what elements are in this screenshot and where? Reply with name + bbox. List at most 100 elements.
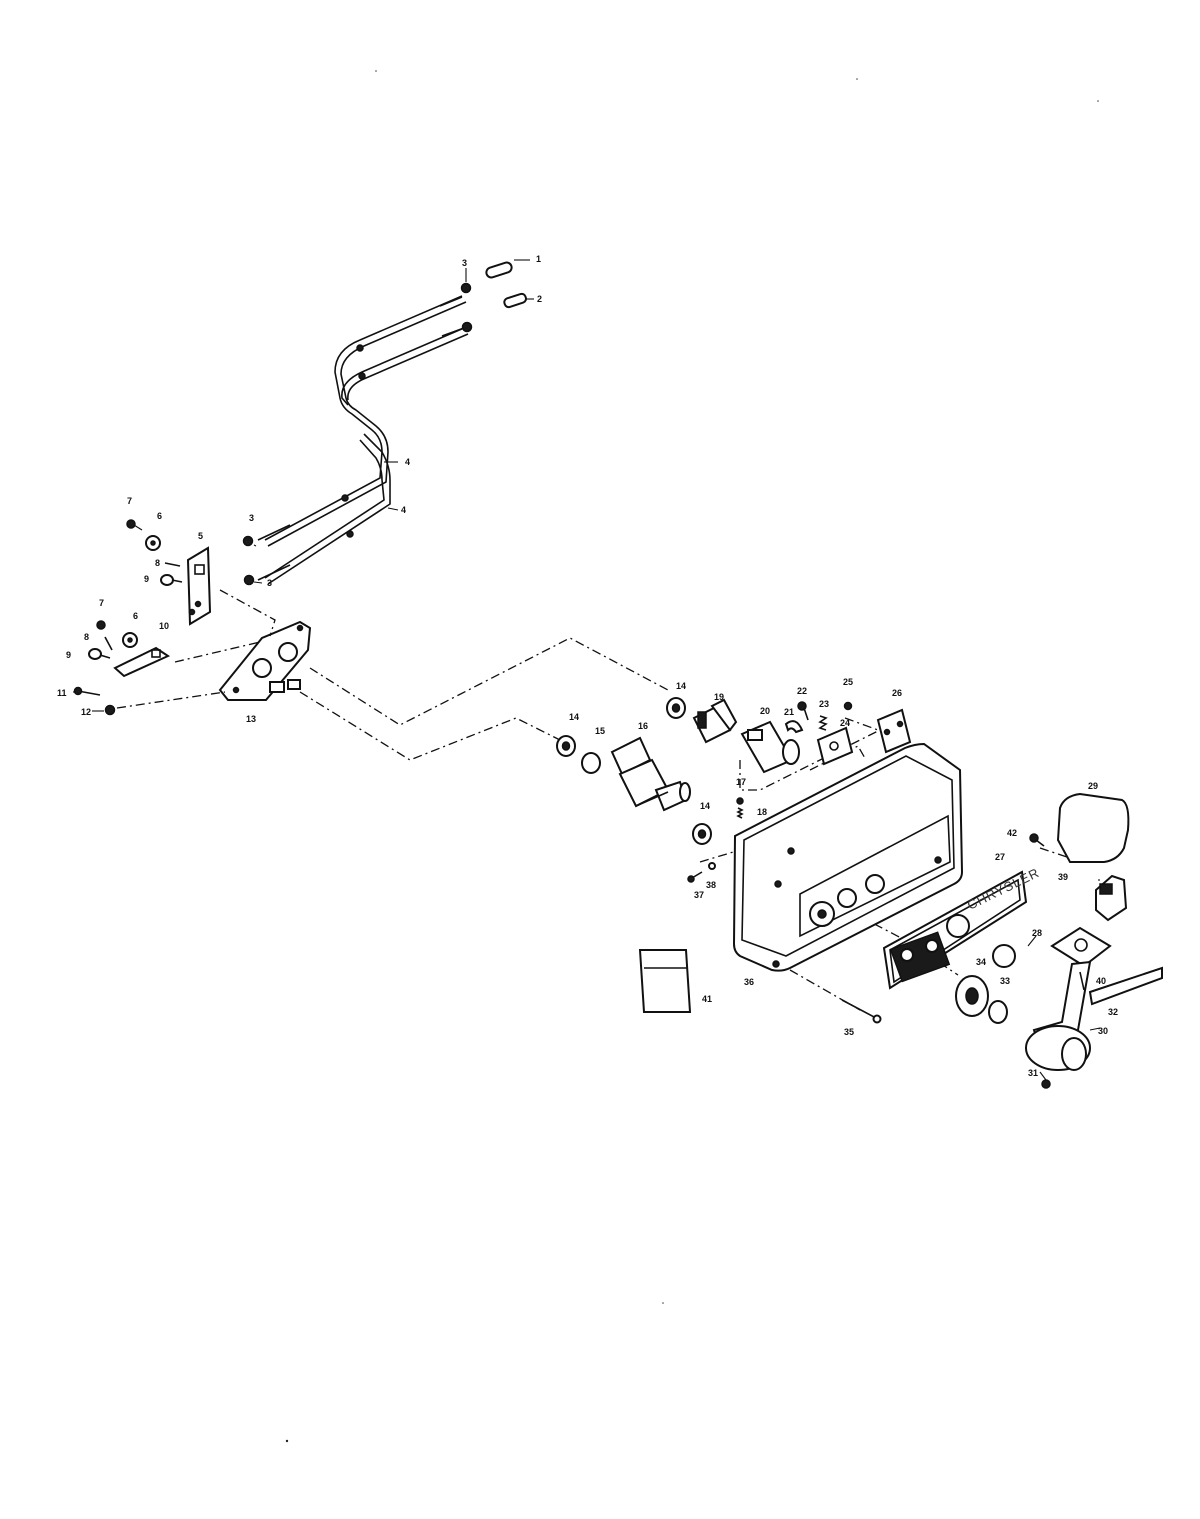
callout-23: 23 xyxy=(819,699,829,709)
cap-29 xyxy=(1056,792,1130,863)
pivot-bolt-9-lower xyxy=(88,648,111,660)
callout-14: 14 xyxy=(700,801,710,811)
clip-21 xyxy=(784,720,804,734)
pivot-bolt-9-upper xyxy=(160,574,183,586)
screw-7-lower xyxy=(96,620,106,630)
strip-32 xyxy=(1088,966,1163,1006)
handle-30 xyxy=(1025,926,1112,1071)
callout-labels: 1 2 3 3 3 4 4 5 6 6 7 7 8 8 9 9 10 11 12… xyxy=(57,254,1118,1078)
callout-40: 40 xyxy=(1096,976,1106,986)
callout-13: 13 xyxy=(246,714,256,724)
callout-39: 39 xyxy=(1058,872,1068,882)
screw-22 xyxy=(797,701,809,721)
mounting-plate-13 xyxy=(218,620,312,701)
callout-28: 28 xyxy=(1032,928,1042,938)
control-housing-36 xyxy=(732,742,964,972)
callout-8: 8 xyxy=(155,558,160,568)
callout-11: 11 xyxy=(57,688,67,698)
callout-9: 9 xyxy=(144,574,149,584)
callout-16: 16 xyxy=(638,721,648,731)
callout-5: 5 xyxy=(198,531,203,541)
callout-10: 10 xyxy=(159,621,169,631)
spring-18 xyxy=(736,807,744,819)
spring-23 xyxy=(818,715,828,731)
bushing-14-left xyxy=(556,735,576,757)
nut-31 xyxy=(1041,1079,1051,1089)
callout-30: 30 xyxy=(1098,1026,1108,1036)
washer-33 xyxy=(988,1000,1008,1024)
callout-7: 7 xyxy=(99,598,104,608)
callout-42: 42 xyxy=(1007,828,1017,838)
pin-8-upper xyxy=(164,562,181,567)
callout-14: 14 xyxy=(676,681,686,691)
callout-26: 26 xyxy=(892,688,902,698)
callout-7: 7 xyxy=(127,496,132,506)
plunger-20 xyxy=(740,720,800,774)
ring-15 xyxy=(581,752,601,774)
lever-10 xyxy=(113,646,171,678)
screw-25 xyxy=(843,701,853,711)
control-cables xyxy=(257,295,469,585)
switch-39 xyxy=(1095,874,1128,922)
callout-31: 31 xyxy=(1028,1068,1038,1078)
callout-2: 2 xyxy=(537,294,542,304)
callout-21: 21 xyxy=(784,707,794,717)
callout-18: 18 xyxy=(757,807,767,817)
callout-3: 3 xyxy=(267,578,272,588)
nut-3-left-a xyxy=(242,535,254,547)
pin-8-lower xyxy=(104,636,113,651)
callout-29: 29 xyxy=(1088,781,1098,791)
callout-6: 6 xyxy=(157,511,162,521)
callout-41: 41 xyxy=(702,994,712,1004)
callout-19: 19 xyxy=(714,692,724,702)
callout-32: 32 xyxy=(1108,1007,1118,1017)
callout-35: 35 xyxy=(844,1027,854,1037)
nut-12 xyxy=(104,704,116,716)
bolt-35 xyxy=(841,999,882,1024)
shaft-16 xyxy=(610,736,691,812)
screw-11 xyxy=(73,686,101,696)
bushing-14-upper xyxy=(666,697,686,719)
bracket-5 xyxy=(186,546,212,626)
callout-1: 1 xyxy=(536,254,541,264)
screw-37 xyxy=(687,871,703,883)
callout-14: 14 xyxy=(569,712,579,722)
cover-41 xyxy=(638,949,692,1013)
screw-7-upper xyxy=(126,519,136,529)
callout-8: 8 xyxy=(84,632,89,642)
plate-24 xyxy=(816,726,854,766)
callout-17: 17 xyxy=(736,777,746,787)
callout-36: 36 xyxy=(744,977,754,987)
cable-end-fitting-1 xyxy=(485,261,513,279)
pin-40 xyxy=(1079,971,1085,991)
callout-37: 37 xyxy=(694,890,704,900)
screw-42 xyxy=(1029,833,1045,847)
detent-17 xyxy=(736,797,744,805)
callout-25: 25 xyxy=(843,677,853,687)
callout-24: 24 xyxy=(840,718,850,728)
washer-38 xyxy=(708,862,716,870)
lens-28 xyxy=(992,944,1016,968)
bushing-14-lower xyxy=(692,823,712,845)
callout-4: 4 xyxy=(405,457,410,467)
callout-38: 38 xyxy=(706,880,716,890)
cable-end-fitting-2 xyxy=(503,292,527,309)
leader-lines xyxy=(73,259,1101,1081)
callout-12: 12 xyxy=(81,707,91,717)
coupling-19 xyxy=(692,698,738,744)
nut-3-upper xyxy=(460,282,472,294)
callout-3: 3 xyxy=(462,258,467,268)
callout-15: 15 xyxy=(595,726,605,736)
callout-9: 9 xyxy=(66,650,71,660)
callout-20: 20 xyxy=(760,706,770,716)
nut-3-mid xyxy=(461,321,473,333)
callout-27: 27 xyxy=(995,852,1005,862)
nut-3-left-b xyxy=(243,574,255,586)
callout-33: 33 xyxy=(1000,976,1010,986)
scan-specks xyxy=(285,70,1099,1443)
plate-26 xyxy=(876,708,912,754)
hub-34 xyxy=(955,975,989,1017)
callout-4: 4 xyxy=(401,505,406,515)
callout-3: 3 xyxy=(249,513,254,523)
